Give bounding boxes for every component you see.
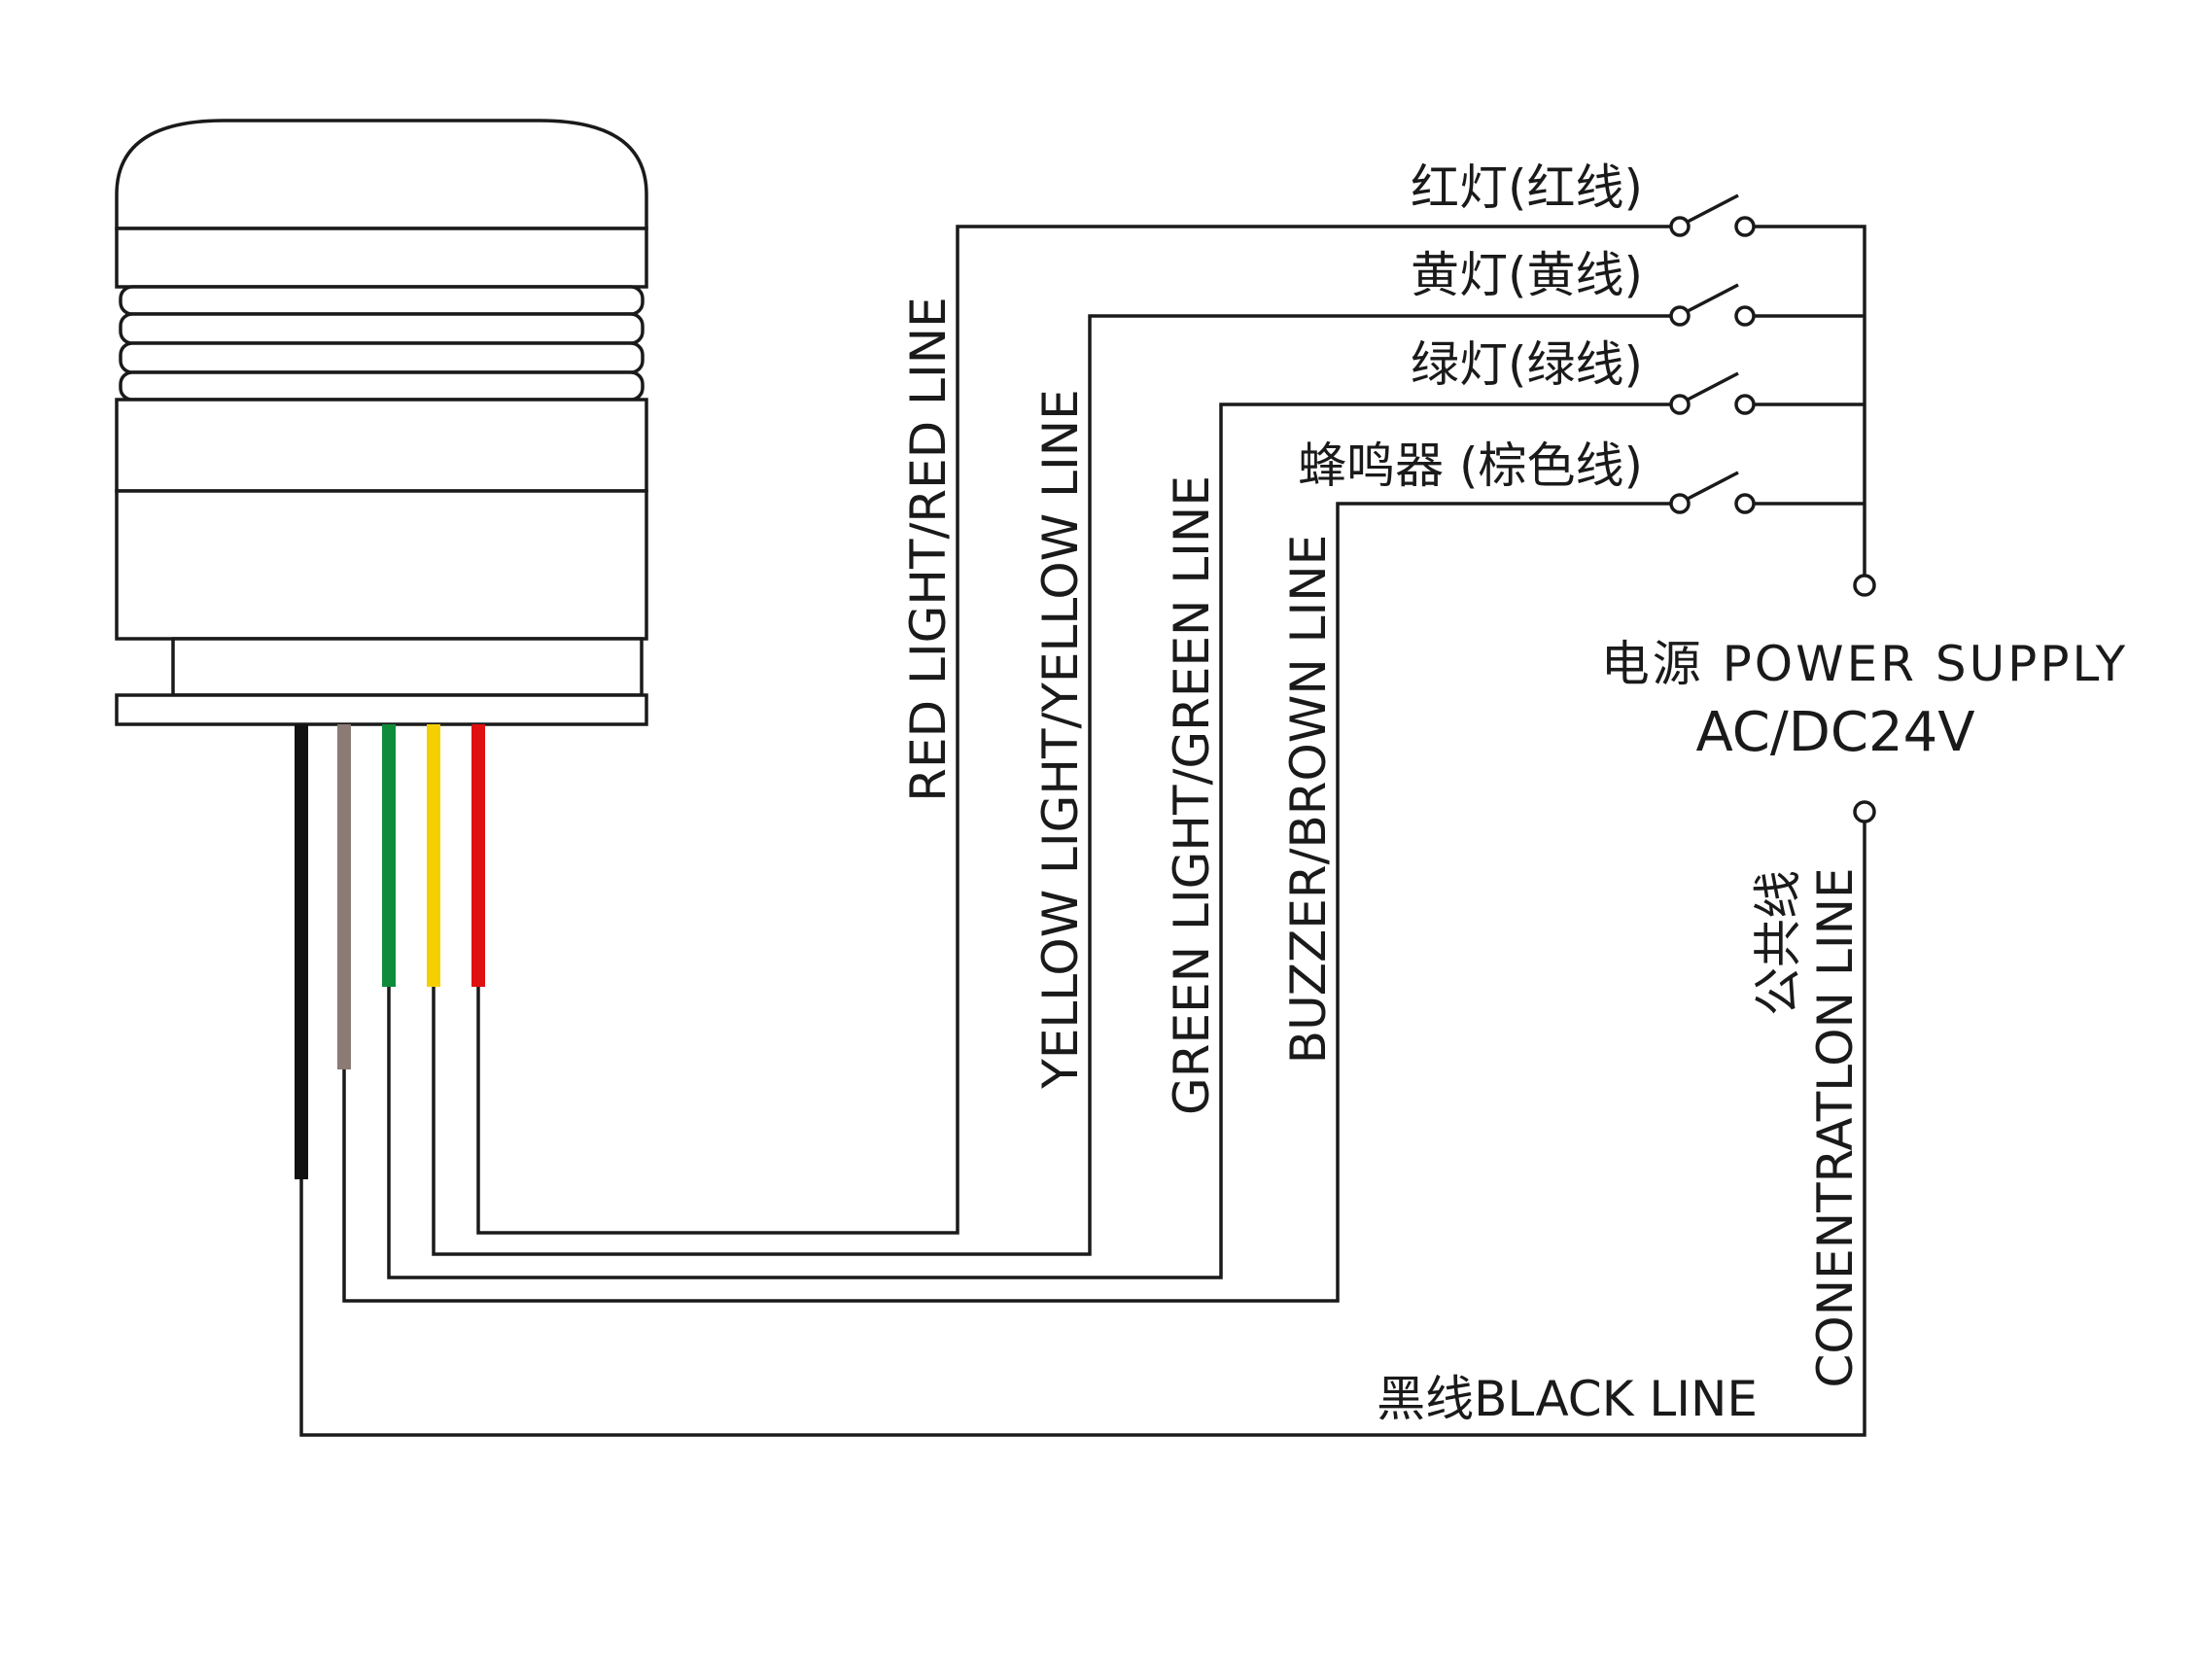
terminal-icon (1853, 574, 1876, 597)
switch-yellow (1669, 283, 1756, 327)
label-voltage: AC/DC24V (1695, 701, 1974, 764)
label-green-line: GREEN LIGHT/GREEN LINE (1164, 475, 1220, 1115)
red-route (476, 225, 1680, 1235)
label-common-cn: 公共线 (1750, 870, 1806, 1016)
black-wire (295, 724, 308, 1179)
label-brown-line: BUZZER/BROWN LINE (1280, 535, 1337, 1064)
green-wire (382, 724, 396, 987)
yellow-route (432, 314, 1680, 1256)
switch-red (1669, 193, 1756, 237)
label-black-line: 黑线BLACK LINE (1377, 1371, 1758, 1427)
label-switch-red: 红灯(红线) (1411, 159, 1643, 216)
switch-green (1669, 371, 1756, 415)
brown-route (342, 502, 1680, 1303)
black-route (299, 812, 1866, 1437)
power-bus (1745, 225, 1866, 576)
switch-buzzer (1669, 471, 1756, 514)
signal-tower-light-icon (115, 119, 648, 726)
wire-routes (299, 225, 1866, 1437)
label-power-supply: 电源 POWER SUPPLY (1601, 636, 2128, 692)
green-route (387, 402, 1680, 1279)
label-common-en: CONENTRATLON LINE (1807, 867, 1864, 1387)
label-red-line: RED LIGHT/RED LINE (900, 297, 957, 801)
label-yellow-line: YELLOW LIGHT/YELLOW LINE (1032, 389, 1089, 1089)
label-switch-green: 绿灯(绿线) (1411, 336, 1643, 393)
terminal-icon (1853, 800, 1876, 823)
yellow-wire (427, 724, 440, 987)
red-wire (471, 724, 485, 987)
label-switch-buzzer: 蜂鸣器 (棕色线) (1298, 438, 1643, 494)
brown-wire (337, 724, 351, 1069)
label-switch-yellow: 黄灯(黄线) (1411, 247, 1643, 303)
wire-leads (295, 724, 485, 1179)
